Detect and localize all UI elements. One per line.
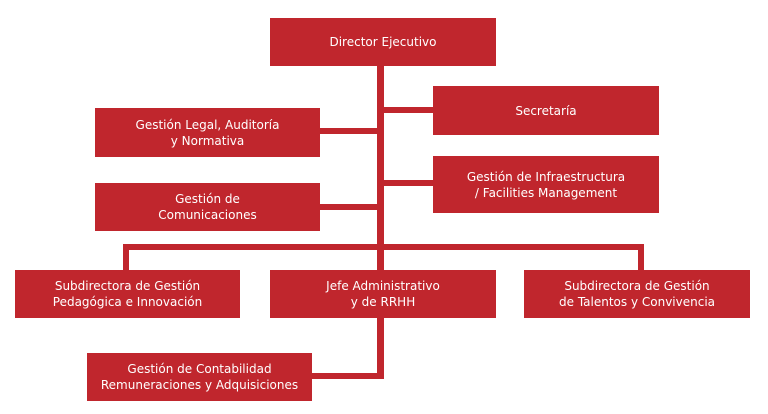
legal-label: Gestión Legal, Auditoría y Normativa	[135, 117, 280, 148]
connector-contabilidad-vertical	[377, 318, 384, 379]
box-gestion-contabilidad: Gestión de Contabilidad Remuneraciones y…	[87, 353, 312, 401]
box-gestion-legal: Gestión Legal, Auditoría y Normativa	[95, 108, 320, 157]
box-gestion-infraestructura: Gestión de Infraestructura / Facilities …	[433, 156, 659, 213]
connector-left-drop	[123, 244, 129, 270]
connector-contabilidad	[312, 373, 384, 379]
box-director-ejecutivo: Director Ejecutivo	[270, 18, 496, 66]
connector-right-drop	[638, 244, 644, 270]
box-subdirectora-talentos: Subdirectora de Gestión de Talentos y Co…	[524, 270, 750, 318]
connector-infraestructura	[377, 180, 433, 186]
director-label: Director Ejecutivo	[329, 35, 437, 49]
box-secretaria: Secretaría	[433, 86, 659, 135]
infraestructura-label: Gestión de Infraestructura / Facilities …	[466, 169, 626, 200]
connector-main-vertical	[377, 66, 384, 270]
connector-horizontal-bar	[123, 244, 644, 250]
connector-comunicaciones	[320, 204, 384, 210]
secretaria-label: Secretaría	[515, 103, 577, 118]
jefe-administrativo-label: Jefe Administrativo y de RRHH	[326, 279, 440, 309]
box-subdirectora-pedagogica: Subdirectora de Gestión Pedagógica e Inn…	[15, 270, 240, 318]
connector-legal	[320, 128, 384, 134]
connector-secretaria	[377, 107, 433, 113]
box-jefe-administrativo: Jefe Administrativo y de RRHH	[270, 270, 496, 318]
box-gestion-comunicaciones: Gestión de Comunicaciones	[95, 183, 320, 231]
subdirectora-pedagogica-label: Subdirectora de Gestión Pedagógica e Inn…	[52, 279, 203, 309]
contabilidad-label: Gestión de Contabilidad Remuneraciones y…	[100, 362, 299, 392]
subdirectora-talentos-label: Subdirectora de Gestión de Talentos y Co…	[559, 279, 715, 309]
comunicaciones-label: Gestión de Comunicaciones	[158, 192, 257, 222]
